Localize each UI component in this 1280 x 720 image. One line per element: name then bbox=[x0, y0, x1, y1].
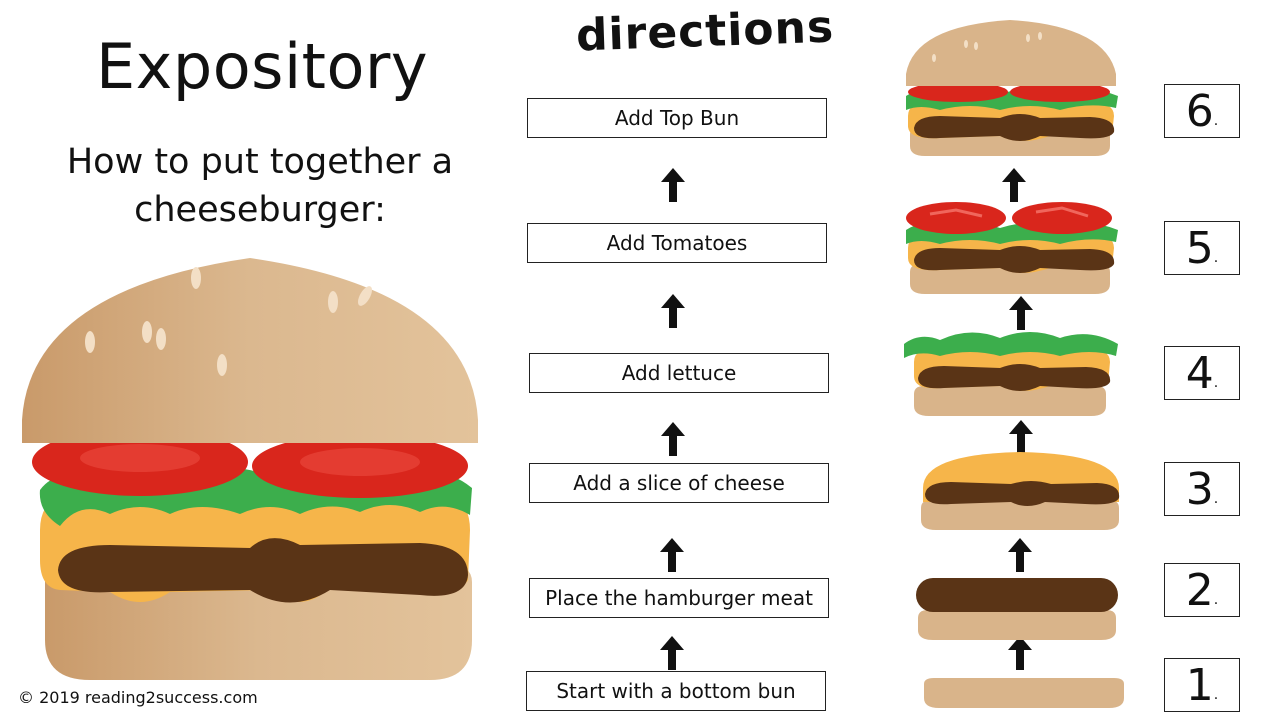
burger-stage-5-illustration bbox=[906, 202, 1118, 294]
up-arrow-icon bbox=[661, 168, 685, 202]
page-title: Expository bbox=[96, 30, 429, 103]
up-arrow-icon bbox=[1009, 296, 1033, 330]
step-number-6: 6. bbox=[1164, 84, 1240, 138]
step-box-3: Add a slice of cheese bbox=[529, 463, 829, 503]
step-box-4: Add lettuce bbox=[529, 353, 829, 393]
burger-stage-6-illustration bbox=[906, 20, 1118, 156]
step-box-5: Add Tomatoes bbox=[527, 223, 827, 263]
burger-stage-3-illustration bbox=[921, 452, 1120, 530]
directions-heading: directions bbox=[575, 1, 835, 62]
step-number-2: 2. bbox=[1164, 563, 1240, 617]
up-arrow-icon bbox=[661, 422, 685, 456]
up-arrow-icon bbox=[660, 636, 684, 670]
copyright-notice: © 2019 reading2success.com bbox=[18, 688, 258, 707]
burger-stage-4-illustration bbox=[904, 332, 1118, 416]
step-number-5: 5. bbox=[1164, 221, 1240, 275]
large-cheeseburger-illustration bbox=[22, 258, 478, 680]
step-box-1: Start with a bottom bun bbox=[526, 671, 826, 711]
burger-stage-2-illustration bbox=[916, 578, 1118, 640]
burger-stage-1-illustration bbox=[924, 678, 1124, 708]
step-number-4: 4. bbox=[1164, 346, 1240, 400]
up-arrow-icon bbox=[1008, 538, 1032, 572]
up-arrow-icon bbox=[661, 294, 685, 328]
up-arrow-icon bbox=[1008, 636, 1032, 670]
step-number-3: 3. bbox=[1164, 462, 1240, 516]
step-number-1: 1. bbox=[1164, 658, 1240, 712]
up-arrow-icon bbox=[1002, 168, 1026, 202]
up-arrow-icon bbox=[1009, 420, 1033, 454]
up-arrow-icon bbox=[660, 538, 684, 572]
step-box-2: Place the hamburger meat bbox=[529, 578, 829, 618]
page-subtitle: How to put together a cheeseburger: bbox=[66, 142, 454, 230]
step-box-6: Add Top Bun bbox=[527, 98, 827, 138]
